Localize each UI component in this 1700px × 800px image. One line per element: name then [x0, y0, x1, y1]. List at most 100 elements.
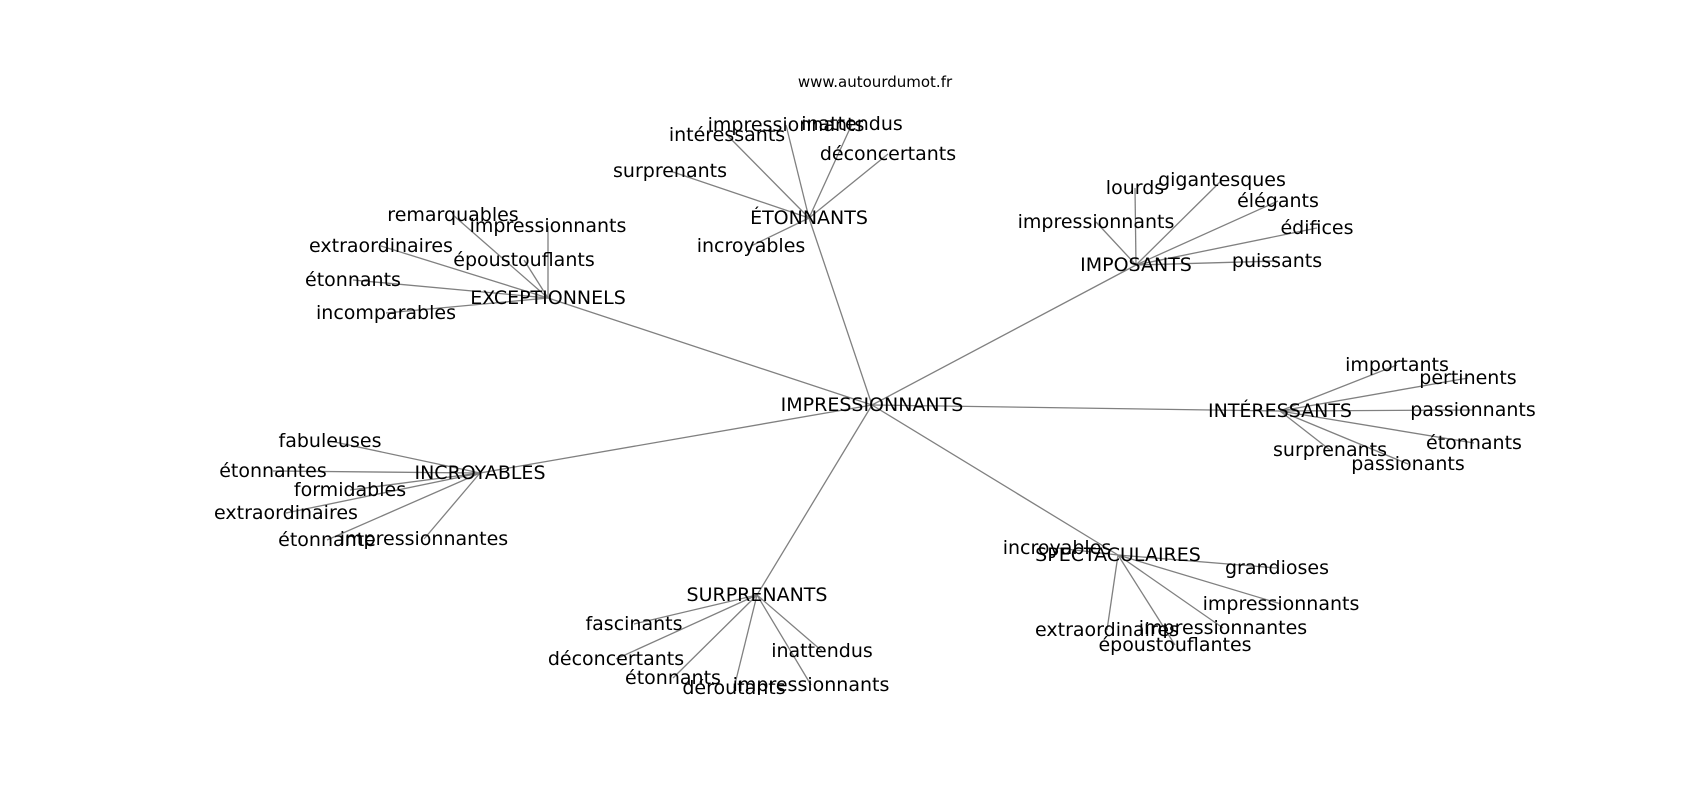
edge-interessants-0 — [1279, 364, 1398, 412]
edge-exceptionnels-0 — [452, 214, 549, 299]
edge-surprenants-3 — [672, 594, 758, 679]
graph-edges — [272, 123, 1475, 689]
leaf-node-label: impressionnants — [1203, 593, 1360, 615]
watermark: www.autourdumot.fr — [798, 73, 953, 91]
hub-node-label-spectaculaires: SPECTACULAIRES — [1035, 544, 1201, 566]
hub-node-label-incroyables: INCROYABLES — [414, 462, 545, 484]
edge-spectaculaires-4 — [1117, 554, 1224, 629]
leaf-node-label: incroyables — [1003, 537, 1112, 559]
edge-surprenants-5 — [756, 594, 812, 686]
edge-etonnants-3 — [808, 153, 889, 219]
leaf-node-label: importants — [1345, 354, 1449, 376]
leaf-node-label: époustouflantes — [1098, 634, 1251, 656]
leaf-node-label: édifices — [1280, 217, 1353, 239]
edge-spectaculaires-2 — [1117, 554, 1282, 605]
edge-imposants-2 — [1135, 200, 1279, 266]
edge-spectaculaires-1 — [1117, 554, 1278, 569]
leaf-node-label: pertinents — [1419, 367, 1516, 389]
leaf-node-label: étonnants — [1426, 432, 1522, 454]
edge-center-etonnants — [808, 217, 873, 406]
center-node-label: IMPRESSIONNANTS — [781, 394, 964, 416]
edge-imposants-5 — [1135, 260, 1278, 266]
leaf-node-label: passionants — [1351, 453, 1464, 475]
leaf-node-label: impressionnants — [708, 114, 865, 136]
edge-imposants-1 — [1135, 179, 1223, 266]
edge-spectaculaires-3 — [1106, 554, 1119, 631]
leaf-node-label: intéressants — [669, 124, 785, 146]
leaf-node-label: époustouflants — [453, 249, 594, 271]
edge-interessants-5 — [1279, 410, 1409, 465]
edge-center-imposants — [871, 264, 1137, 406]
edge-incroyables-2 — [349, 472, 481, 491]
leaf-node-label: étonnants — [625, 667, 721, 689]
edge-exceptionnels-5 — [385, 297, 549, 314]
leaf-node-label: déconcertants — [548, 648, 684, 670]
leaf-node-label: grandioses — [1225, 557, 1329, 579]
edge-interessants-2 — [1279, 409, 1474, 412]
leaf-node-label: incroyables — [697, 235, 806, 257]
leaf-node-label: lourds — [1106, 177, 1164, 199]
leaf-node-label: impressionnantes — [1139, 617, 1307, 639]
edge-exceptionnels-2 — [380, 245, 549, 299]
leaf-node-label: impressionnants — [1018, 211, 1175, 233]
leaf-node-label: impressionnantes — [340, 528, 508, 550]
edge-exceptionnels-3 — [523, 259, 549, 299]
edge-incroyables-4 — [326, 472, 481, 541]
edge-etonnants-2 — [726, 134, 810, 219]
leaf-node-label: extraordinaires — [1035, 619, 1179, 641]
edge-spectaculaires-0 — [1056, 547, 1119, 556]
leaf-node-label: puissants — [1232, 250, 1322, 272]
edge-incroyables-1 — [272, 470, 481, 474]
edge-center-exceptionnels — [547, 297, 873, 406]
edge-etonnants-5 — [750, 217, 810, 247]
edge-surprenants-2 — [756, 594, 823, 652]
leaf-node-label: déconcertants — [820, 143, 956, 165]
leaf-node-label: inattendus — [771, 640, 873, 662]
edge-interessants-3 — [1279, 410, 1475, 444]
leaf-node-label: passionnants — [1410, 399, 1536, 421]
leaf-node-label: étonnantes — [219, 460, 327, 482]
leaf-node-label: impressionnants — [470, 215, 627, 237]
leaf-node-label: inattendus — [801, 113, 903, 135]
edge-center-surprenants — [756, 404, 873, 596]
edge-center-incroyables — [479, 404, 873, 474]
edge-interessants-1 — [1279, 377, 1469, 412]
leaf-node-label: surprenants — [1273, 439, 1387, 461]
hub-node-label-imposants: IMPOSANTS — [1080, 254, 1192, 276]
hub-node-label-interessants: INTÉRESSANTS — [1208, 399, 1352, 422]
edge-imposants-3 — [1095, 221, 1137, 266]
edge-incroyables-0 — [329, 440, 481, 474]
edge-surprenants-0 — [633, 594, 758, 625]
edge-etonnants-1 — [808, 123, 853, 219]
edge-center-spectaculaires — [871, 404, 1119, 556]
edge-surprenants-1 — [615, 594, 758, 660]
hub-node-label-etonnants: ÉTONNANTS — [750, 206, 868, 229]
leaf-node-label: fabuleuses — [279, 430, 382, 452]
leaf-node-label: fascinants — [585, 613, 682, 635]
graph-labels: IMPRESSIONNANTSÉTONNANTSimpressionnantsi… — [214, 113, 1536, 699]
leaf-node-label: élégants — [1237, 190, 1319, 212]
leaf-node-label: remarquables — [387, 204, 518, 226]
leaf-node-label: gigantesques — [1158, 169, 1286, 191]
hub-node-label-exceptionnels: EXCEPTIONNELS — [470, 287, 626, 309]
edge-interessants-4 — [1279, 410, 1331, 451]
hub-node-label-surprenants: SURPRENANTS — [687, 584, 828, 606]
edge-surprenants-4 — [733, 594, 758, 689]
leaf-node-label: impressionnants — [733, 674, 890, 696]
leaf-node-label: extraordinaires — [214, 502, 358, 524]
leaf-node-label: incomparables — [316, 302, 456, 324]
leaf-node-label: surprenants — [613, 160, 727, 182]
leaf-node-label: étonnants — [305, 269, 401, 291]
edge-incroyables-5 — [423, 472, 481, 540]
edge-etonnants-0 — [785, 124, 810, 219]
edge-center-interessants — [871, 404, 1281, 412]
edge-etonnants-4 — [669, 170, 810, 219]
leaf-node-label: étonnante — [278, 529, 376, 551]
edge-incroyables-3 — [285, 472, 481, 514]
leaf-node-label: formidables — [294, 479, 406, 501]
edge-spectaculaires-5 — [1117, 554, 1176, 646]
leaf-node-label: déroutants — [682, 677, 785, 699]
edge-imposants-4 — [1135, 227, 1318, 266]
edge-imposants-0 — [1134, 187, 1137, 266]
